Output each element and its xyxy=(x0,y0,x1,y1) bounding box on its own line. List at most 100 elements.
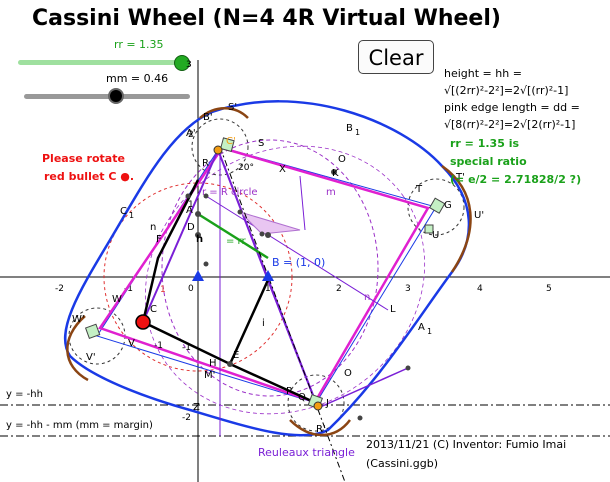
label-d: D xyxy=(187,222,195,233)
mm-slider-label: mm = 0.46 xyxy=(106,72,169,85)
brown-arc-bottom xyxy=(289,419,351,437)
x-tick-label: 0 xyxy=(188,284,194,294)
special-ratio-line-3: (= e/2 = 2.71828/2 ?) xyxy=(450,173,582,186)
violet-edge xyxy=(142,149,219,323)
point-a xyxy=(195,211,201,217)
point-q xyxy=(313,401,323,411)
marker-square xyxy=(424,224,434,234)
point-e xyxy=(227,361,233,367)
label-i: i xyxy=(262,318,265,329)
purple-dashed-circle xyxy=(161,139,379,397)
label-e: E xyxy=(233,350,239,361)
pink-square xyxy=(98,146,430,404)
rotate-note-line-2: red bullet C ●. xyxy=(44,170,135,183)
x-tick-label: 3 xyxy=(405,284,411,294)
point-small xyxy=(185,193,191,199)
violet-edge-3 xyxy=(317,367,409,409)
info-line-1: height = hh = xyxy=(444,67,522,80)
label-l: L xyxy=(390,304,396,315)
label-m-prime: M' xyxy=(204,370,215,381)
y-tick-label: 2 xyxy=(188,130,194,140)
label-r: R xyxy=(202,158,209,169)
x-tick-label: -1 xyxy=(124,284,133,294)
marker-square xyxy=(84,323,101,339)
label-b1-sub: 1 xyxy=(355,128,360,137)
wheel-circle-bottom xyxy=(287,374,345,432)
label-a-prime: A' xyxy=(186,128,196,139)
r-circle xyxy=(103,182,293,372)
label-w-prime: W' xyxy=(72,314,85,325)
violet-thin-3 xyxy=(299,175,306,231)
label-a: A xyxy=(186,205,193,216)
brown-arc-right xyxy=(441,164,472,273)
red-bullet-c[interactable] xyxy=(135,314,151,330)
label-p: P xyxy=(286,386,292,397)
label-u-prime: U' xyxy=(474,210,484,221)
marker-square xyxy=(428,197,446,214)
point-o xyxy=(265,232,271,238)
label-n: n xyxy=(364,292,370,303)
page-title: Cassini Wheel (N=4 4R Virtual Wheel) xyxy=(32,6,501,31)
black-path xyxy=(141,179,317,405)
label-a1: A xyxy=(418,322,425,333)
guide-label-hh: y = -hh xyxy=(6,389,43,400)
label-o2: O xyxy=(344,368,352,379)
label-w: W xyxy=(112,294,122,305)
label-r-circle: r = R circle xyxy=(202,187,258,198)
label-angle: 20° xyxy=(238,163,254,173)
label-v: V xyxy=(128,338,135,349)
rr-slider-track[interactable] xyxy=(18,60,190,65)
label-x: X xyxy=(279,164,286,175)
rr-slider-knob[interactable] xyxy=(174,55,190,71)
violet-thin-2 xyxy=(205,195,389,311)
rotate-note-line-1: Please rotate xyxy=(42,152,125,165)
label-rr-seg: = rr xyxy=(226,236,246,247)
credit-line-1: 2013/11/21 (C) Inventor: Fumio Imai xyxy=(366,438,567,451)
label-v-prime: V' xyxy=(86,352,96,363)
label-f: F xyxy=(156,234,162,245)
label-g: G xyxy=(444,200,452,211)
special-ratio-line-2: special ratio xyxy=(450,155,527,168)
guide-label-hh-mm: y = -hh - mm (mm = margin) xyxy=(6,420,153,431)
label-s: S xyxy=(258,138,264,149)
label-a1-sub: 1 xyxy=(427,327,432,336)
purple-dashed-circle-2 xyxy=(144,145,426,415)
label-q: Q xyxy=(298,392,306,403)
label-c-prime: C' xyxy=(226,136,236,147)
x-tick-label: 5 xyxy=(546,284,552,294)
x-tick-label: 2 xyxy=(336,284,342,294)
brown-arc-left xyxy=(66,315,89,382)
label-m: m xyxy=(326,187,336,198)
rr-slider-label: rr = 1.35 xyxy=(114,38,164,51)
blue-marker-b xyxy=(262,270,274,281)
credit-line-2: (Cassini.ggb) xyxy=(366,457,438,470)
rr-slider-max-label: 3 xyxy=(186,60,192,70)
label-s-prime: S' xyxy=(228,102,237,113)
mm-slider-knob[interactable] xyxy=(108,88,124,104)
y-tick-label: -1 xyxy=(182,343,191,353)
x-tick-label: 1 xyxy=(265,284,271,294)
point-small xyxy=(203,261,209,267)
info-line-2: √[(2rr)²-2²]=2√[(rr)²-1] xyxy=(444,84,569,97)
label-c: C xyxy=(150,304,157,315)
special-ratio-line-1: rr = 1.35 is xyxy=(450,137,520,150)
label-h2: H xyxy=(209,358,217,369)
mm-slider-track[interactable] xyxy=(24,94,190,99)
info-line-4: √[8(rr)²-2²]=2√[2(rr)²-1] xyxy=(444,118,576,131)
label-n2: n xyxy=(150,222,156,233)
label-h: h xyxy=(196,234,203,245)
label-c1: C xyxy=(120,206,127,217)
rr-segment xyxy=(197,212,269,260)
point-small xyxy=(357,415,363,421)
point-small xyxy=(203,193,209,199)
label-j: J xyxy=(325,398,329,409)
label-t-prime: T' xyxy=(455,172,465,183)
pink-small-triangle xyxy=(239,211,301,235)
clear-button[interactable]: Clear xyxy=(358,40,434,74)
blue-outer-curve xyxy=(64,100,471,437)
label-neg1: -1 xyxy=(154,341,163,351)
info-line-3: pink edge length = dd = xyxy=(444,101,580,114)
point-small xyxy=(237,209,243,215)
point-d xyxy=(195,232,201,238)
